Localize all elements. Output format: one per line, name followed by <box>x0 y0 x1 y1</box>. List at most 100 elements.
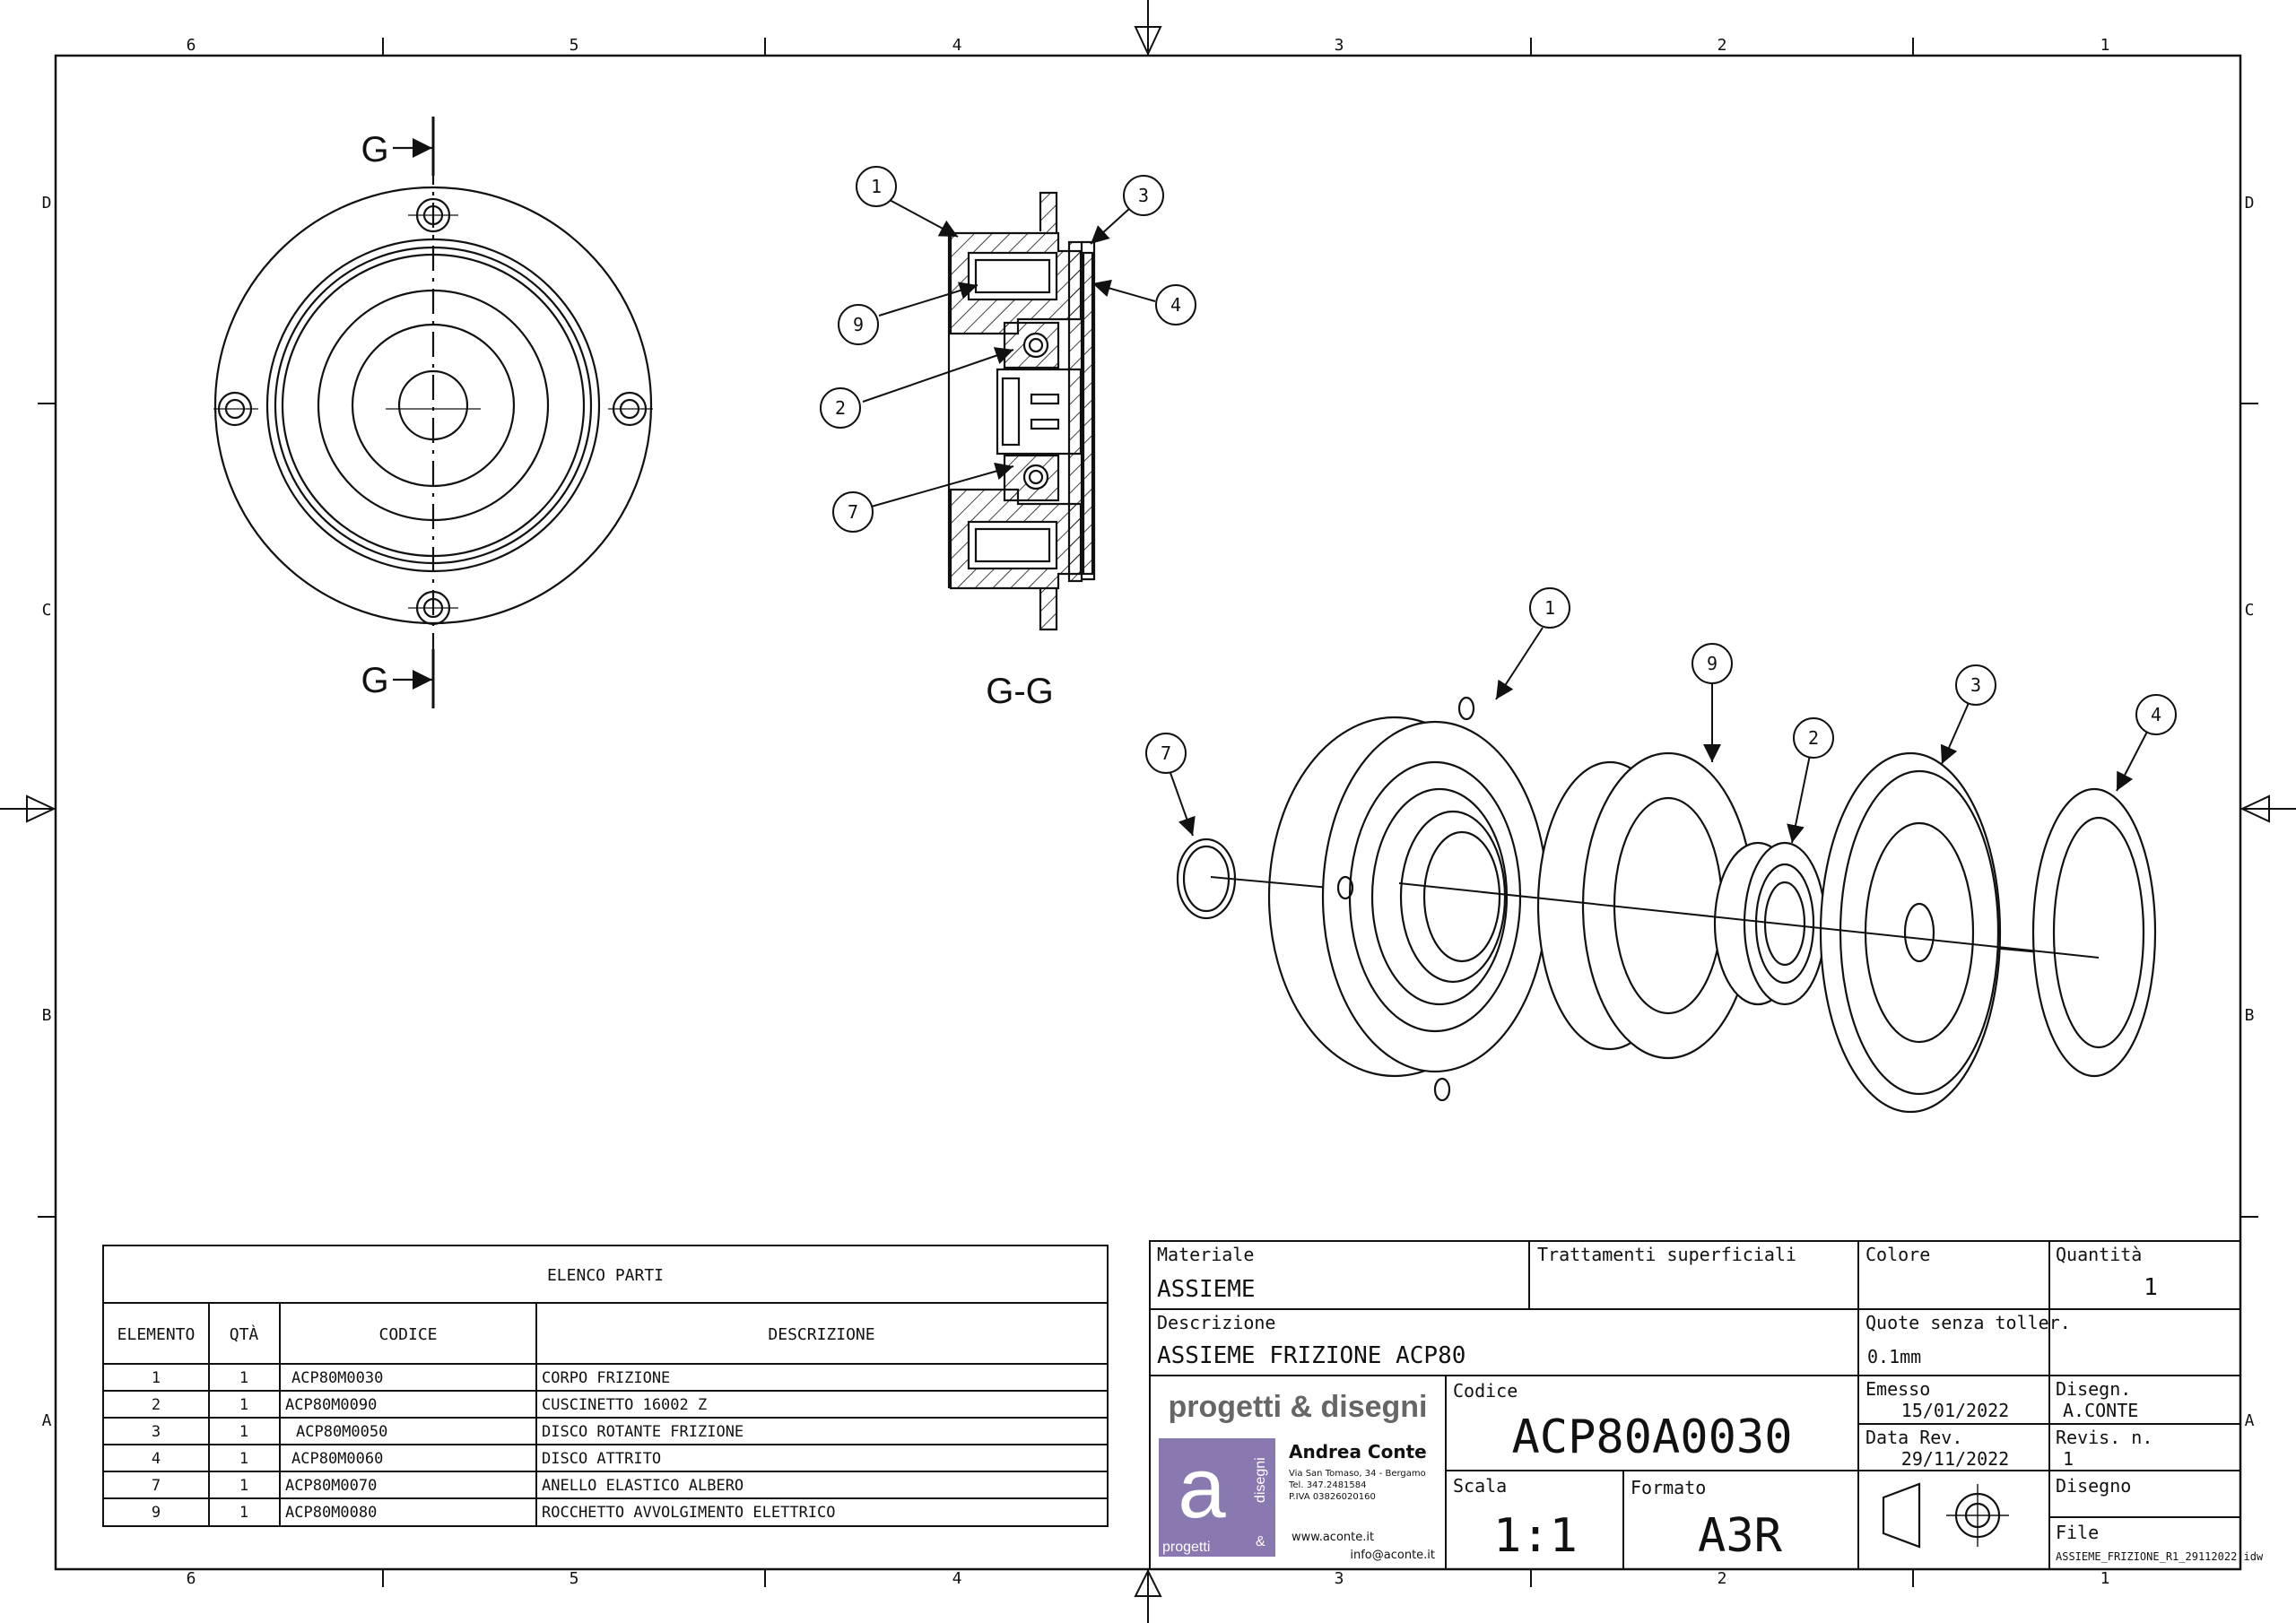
balloon-section-2: 2 <box>835 397 846 419</box>
balloon-exploded-7: 7 <box>1161 742 1171 764</box>
balloon-section-4: 4 <box>1170 294 1181 316</box>
table-cell: 1 <box>239 1423 248 1441</box>
table-cell: 1 <box>239 1477 248 1495</box>
parts-header-elemento: ELEMENTO <box>117 1325 196 1344</box>
balloon-section-3: 3 <box>1138 185 1149 206</box>
zone-right-D: D <box>2245 194 2255 213</box>
table-cell: ACP80M0090 <box>285 1396 377 1414</box>
parts-list: ELENCO PARTI ELEMENTO QTÀ CODICE DESCRIZ… <box>102 1245 1109 1527</box>
materiale-label: Materiale <box>1157 1244 1254 1265</box>
quantita-label: Quantità <box>2056 1244 2142 1265</box>
parts-header-codice: CODICE <box>378 1325 437 1344</box>
table-cell: 1 <box>239 1504 248 1522</box>
zone-top-3: 3 <box>1335 36 1344 55</box>
company-brand: progetti & disegni <box>1169 1390 1428 1424</box>
zone-ticks <box>38 38 2258 1587</box>
descrizione-value: ASSIEME FRIZIONE ACP80 <box>1157 1342 1465 1369</box>
zone-bottom-2: 2 <box>1718 1569 1727 1588</box>
parts-header-qta: QTÀ <box>230 1324 259 1344</box>
title-block: Materiale ASSIEME Trattamenti superficia… <box>1149 1240 2264 1570</box>
exploded-balloons <box>1145 587 2177 844</box>
table-cell: CORPO FRIZIONE <box>542 1369 670 1387</box>
company-email: info@aconte.it <box>1350 1549 1435 1562</box>
table-cell: 3 <box>152 1423 161 1441</box>
table-cell: ROCCHETTO AVVOLGIMENTO ELETTRICO <box>542 1504 836 1522</box>
section-balloon-labels: 1 3 9 4 2 7 <box>835 176 1181 523</box>
codice-value: ACP80A0030 <box>1511 1410 1792 1464</box>
zone-right-A: A <box>2245 1411 2255 1430</box>
data-rev-value: 29/11/2022 <box>1901 1448 2009 1470</box>
zone-right-C: C <box>2245 601 2255 620</box>
balloon-section-9: 9 <box>853 314 864 335</box>
zone-left-A: A <box>42 1411 52 1430</box>
zone-labels: 6 5 4 3 2 1 6 5 4 3 2 1 D C B A D C B A <box>42 36 2255 1588</box>
exploded-part-1 <box>1267 696 1549 1102</box>
formato-value: A3R <box>1698 1509 1783 1563</box>
table-cell: CUSCINETTO 16002 Z <box>542 1396 707 1414</box>
logo-word-disegni: disegni <box>1253 1457 1268 1503</box>
table-cell: ACP80M0030 <box>291 1369 383 1387</box>
zone-top-1: 1 <box>2100 36 2110 55</box>
front-view <box>213 117 653 708</box>
exploded-part-3 <box>1819 751 2002 1114</box>
parts-rows: 1 1 ACP80M0030 CORPO FRIZIONE 2 1 ACP80M… <box>152 1369 836 1522</box>
table-cell: ACP80M0060 <box>291 1450 383 1468</box>
table-cell: ACP80M0050 <box>296 1423 387 1441</box>
exploded-balloon-labels: 1 9 2 3 4 7 <box>1161 597 2161 764</box>
balloon-exploded-2: 2 <box>1808 727 1819 749</box>
zone-top-4: 4 <box>952 36 962 55</box>
logo-word-progetti: progetti <box>1162 1540 1210 1555</box>
quote-label: Quote senza toller. <box>1866 1312 2071 1333</box>
revis-value: 1 <box>2063 1448 2074 1470</box>
balloon-exploded-9: 9 <box>1707 653 1718 674</box>
zone-bottom-5: 5 <box>570 1569 579 1588</box>
section-balloons <box>820 166 1196 533</box>
section-mark-top: G <box>361 130 388 169</box>
company-logo: progetti & disegni a progetti & disegni … <box>1159 1390 1435 1562</box>
logo-mark <box>1159 1438 1275 1557</box>
disegn-value: A.CONTE <box>2063 1400 2138 1421</box>
revis-label: Revis. n. <box>2056 1427 2152 1448</box>
zone-bottom-4: 4 <box>952 1569 962 1588</box>
table-cell: 7 <box>152 1477 161 1495</box>
disegn-label: Disegn. <box>2056 1378 2131 1400</box>
zone-left-C: C <box>42 601 52 620</box>
disegno-label: Disegno <box>2056 1475 2131 1497</box>
quantita-value: 1 <box>2144 1274 2158 1301</box>
table-cell: 2 <box>152 1396 161 1414</box>
zone-bottom-1: 1 <box>2100 1569 2110 1588</box>
section-view <box>947 191 1096 631</box>
table-cell: ACP80M0080 <box>285 1504 377 1522</box>
table-cell: 1 <box>239 1396 248 1414</box>
emesso-value: 15/01/2022 <box>1901 1400 2009 1421</box>
table-cell: 1 <box>152 1369 161 1387</box>
zone-top-2: 2 <box>1718 36 1727 55</box>
materiale-value: ASSIEME <box>1157 1276 1256 1303</box>
table-cell: ACP80M0070 <box>285 1477 377 1495</box>
zone-bottom-3: 3 <box>1335 1569 1344 1588</box>
table-cell: 4 <box>152 1450 161 1468</box>
balloon-section-7: 7 <box>848 501 858 523</box>
table-cell: ANELLO ELASTICO ALBERO <box>542 1477 744 1495</box>
quote-value: 0.1mm <box>1867 1346 1921 1367</box>
scala-value: 1:1 <box>1493 1509 1578 1563</box>
parts-header-descrizione: DESCRIZIONE <box>768 1325 874 1344</box>
company-address: Via San Tomaso, 34 - Bergamo <box>1289 1469 1426 1479</box>
zone-right-B: B <box>2245 1006 2255 1025</box>
zone-left-D: D <box>42 194 52 213</box>
table-cell: 1 <box>239 1450 248 1468</box>
zone-top-5: 5 <box>570 36 579 55</box>
section-title: G-G <box>986 672 1054 711</box>
formato-label: Formato <box>1631 1477 1706 1498</box>
parts-list-title: ELENCO PARTI <box>547 1266 664 1285</box>
balloon-section-1: 1 <box>871 176 882 197</box>
descrizione-label: Descrizione <box>1157 1312 1275 1333</box>
file-label: File <box>2056 1522 2099 1543</box>
colore-label: Colore <box>1866 1244 1930 1265</box>
zone-bottom-6: 6 <box>187 1569 196 1588</box>
logo-letter: a <box>1178 1440 1226 1536</box>
balloon-exploded-4: 4 <box>2151 704 2161 725</box>
company-piva: P.IVA 03826020160 <box>1289 1492 1376 1502</box>
company-tel: Tel. 347.2481584 <box>1288 1480 1367 1490</box>
